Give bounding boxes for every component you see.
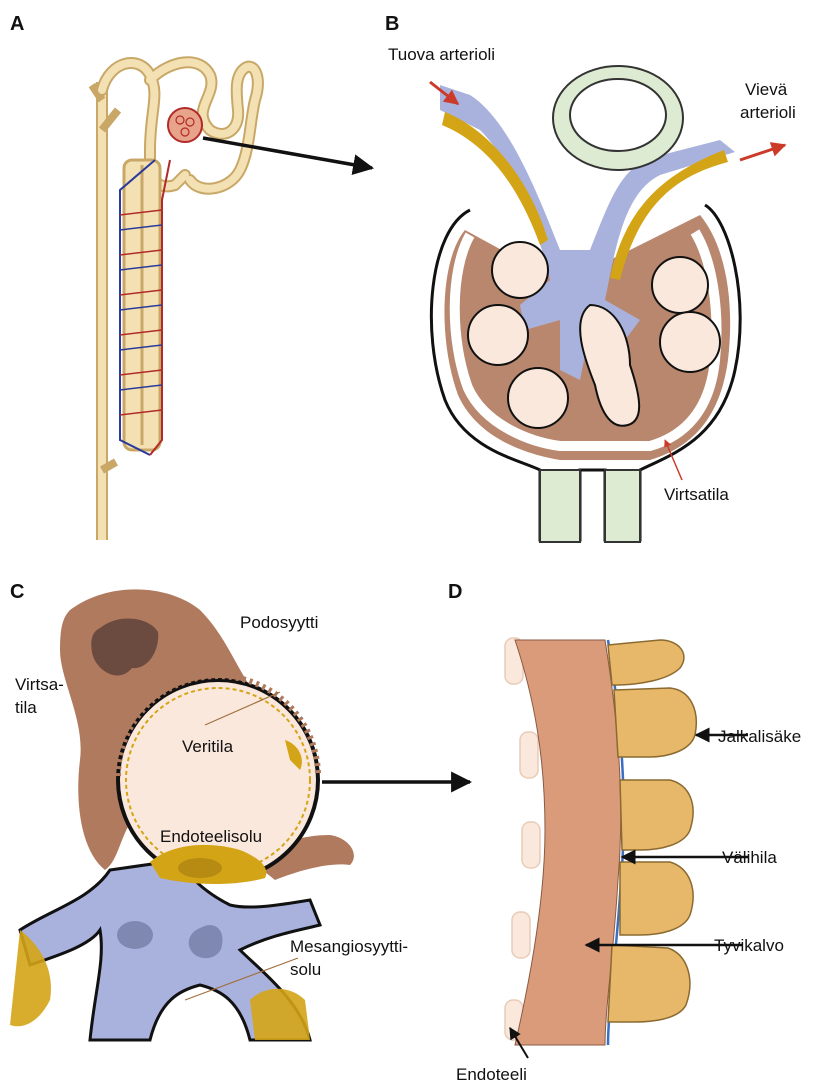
label-basement-membrane: Tyvikalvo	[714, 936, 784, 955]
efferent-arrow	[740, 145, 785, 160]
label-efferent-line1: Vievä	[745, 80, 788, 99]
label-endothelium: Endoteeli	[456, 1065, 527, 1084]
panel-d-barrier	[505, 638, 748, 1058]
label-urinary-space-b: Virtsatila	[664, 485, 729, 504]
label-urinary-line1: Virtsa-	[15, 675, 64, 694]
panel-a-nephron	[92, 62, 372, 540]
arrow-a-to-b	[203, 138, 372, 168]
panel-label-a: A	[10, 13, 24, 35]
panel-c-capillary	[10, 589, 470, 1040]
label-afferent-arteriole: Tuova arterioli	[388, 45, 495, 64]
label-urinary-line2: tila	[15, 698, 37, 717]
panel-b-glomerulus	[430, 66, 785, 542]
label-podocyte: Podosyytti	[240, 613, 318, 632]
label-endothelial-cell: Endoteelisolu	[160, 827, 262, 846]
label-mesangial-line1: Mesangiosyytti-	[290, 937, 408, 956]
panel-label-b: B	[385, 13, 399, 35]
proximal-tubule-left	[540, 470, 580, 542]
foot-processes	[608, 640, 696, 1022]
glomerulus-small	[168, 108, 202, 142]
label-mesangial-line2: solu	[290, 960, 321, 979]
label-foot-process: Jalkalisäke	[718, 727, 801, 746]
label-efferent-line2: arterioli	[740, 103, 796, 122]
proximal-tubule-right	[605, 470, 640, 542]
panel-label-c: C	[10, 581, 24, 603]
panel-label-d: D	[448, 581, 462, 603]
label-interspace: Välihila	[722, 848, 777, 867]
label-capillary-lumen: Veritila	[182, 737, 234, 756]
